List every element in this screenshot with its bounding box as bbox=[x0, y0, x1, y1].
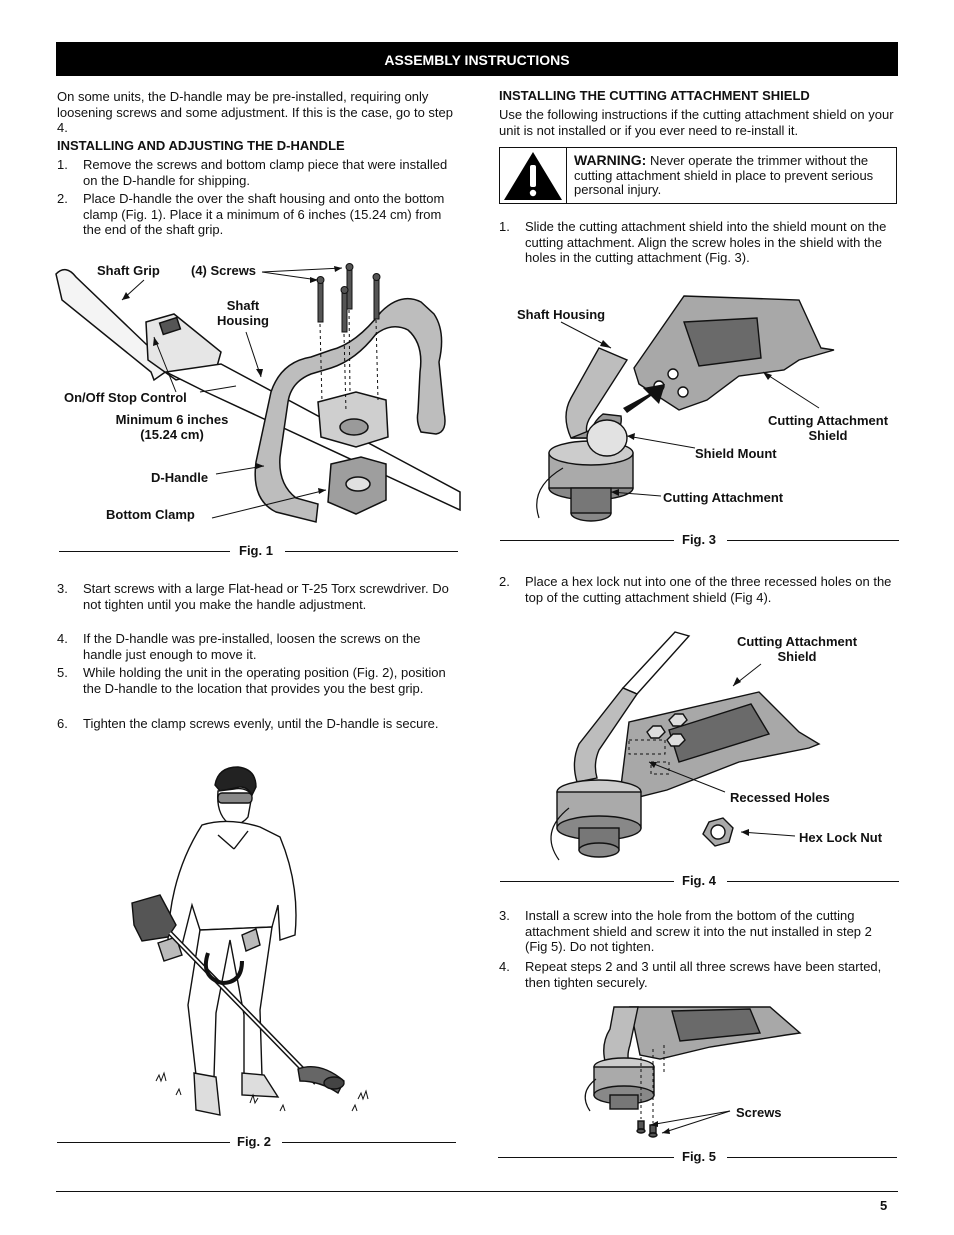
label-cutting-attachment: Cutting Attachment bbox=[663, 490, 784, 505]
intro-paragraph: On some units, the D-handle may be pre-i… bbox=[57, 89, 453, 135]
fig-3-caption: Fig. 3 bbox=[682, 532, 716, 547]
warning-box: WARNING: Never operate the trimmer witho… bbox=[499, 147, 897, 204]
caption-rule bbox=[727, 540, 899, 541]
step-number: 3. bbox=[499, 908, 510, 923]
caption-rule bbox=[282, 1142, 456, 1143]
label-minimum-distance: Minimum 6 inches (15.24 cm) bbox=[110, 412, 234, 442]
step-number: 3. bbox=[57, 581, 68, 596]
d-handle-heading: INSTALLING AND ADJUSTING THE D-HANDLE bbox=[57, 138, 345, 153]
figure-3: Shaft Housing Cutting Attachment Shield … bbox=[499, 288, 899, 536]
label-cutting-attachment-shield: Cutting Attachment Shield bbox=[761, 413, 895, 443]
warning-text: WARNING: Never operate the trimmer witho… bbox=[574, 153, 889, 198]
label-line: (15.24 cm) bbox=[140, 427, 204, 442]
step-text: Place a hex lock nut into one of the thr… bbox=[525, 574, 892, 605]
shield-mount-illustration bbox=[536, 295, 835, 522]
label-shaft-housing: Shaft Housing bbox=[210, 298, 276, 328]
warning-icon-cell bbox=[500, 148, 567, 203]
footer-rule bbox=[56, 1191, 898, 1192]
fig-5-caption: Fig. 5 bbox=[682, 1149, 716, 1164]
step-text: Slide the cutting attachment shield into… bbox=[525, 219, 887, 265]
caption-rule bbox=[727, 881, 899, 882]
section-header: ASSEMBLY INSTRUCTIONS bbox=[56, 42, 898, 76]
label-bottom-clamp: Bottom Clamp bbox=[106, 507, 195, 522]
label-d-handle: D-Handle bbox=[151, 470, 209, 485]
caption-rule bbox=[727, 1157, 897, 1158]
label-line: Housing bbox=[217, 313, 269, 328]
operator-illustration bbox=[131, 766, 369, 1116]
step-text: While holding the unit in the operating … bbox=[83, 665, 446, 696]
fig-4-caption: Fig. 4 bbox=[682, 873, 716, 888]
label-line: Cutting Attachment bbox=[736, 634, 858, 649]
caption-rule bbox=[500, 540, 674, 541]
label-shaft-grip: Shaft Grip bbox=[97, 263, 160, 278]
caption-rule bbox=[57, 1142, 230, 1143]
label-line: Cutting Attachment bbox=[767, 413, 889, 428]
caption-rule bbox=[285, 551, 458, 552]
warning-label: WARNING: bbox=[574, 152, 647, 168]
figure-1: Shaft Grip (4) Screws Shaft Housing On/O… bbox=[55, 252, 461, 552]
warning-message: Never operate the trimmer without the cu… bbox=[574, 153, 874, 197]
label-line: Shaft bbox=[226, 298, 260, 313]
step-number: 4. bbox=[57, 631, 68, 646]
step-number: 1. bbox=[499, 219, 510, 234]
screws-illustration bbox=[584, 1006, 802, 1138]
label-shaft-housing: Shaft Housing bbox=[517, 307, 606, 322]
label-hex-lock-nut: Hex Lock Nut bbox=[799, 830, 883, 845]
caption-rule bbox=[59, 551, 230, 552]
fig-1-caption: Fig. 1 bbox=[239, 543, 273, 558]
label-screws: Screws bbox=[736, 1105, 782, 1120]
step-text: Repeat steps 2 and 3 until all three scr… bbox=[525, 959, 882, 990]
step-text: If the D-handle was pre-installed, loose… bbox=[83, 631, 421, 662]
page-number: 5 bbox=[880, 1198, 888, 1213]
caption-rule bbox=[500, 881, 674, 882]
label-line: Minimum 6 inches bbox=[115, 412, 229, 427]
d-handle-illustration bbox=[55, 263, 461, 523]
step-number: 1. bbox=[57, 157, 68, 172]
warning-triangle-icon bbox=[504, 152, 562, 200]
fig-2-caption: Fig. 2 bbox=[237, 1134, 271, 1149]
figure-5: Screws bbox=[560, 1005, 820, 1145]
shield-intro: Use the following instructions if the cu… bbox=[499, 107, 894, 138]
label-screws: (4) Screws bbox=[191, 263, 257, 278]
step-text: Place D-handle the over the shaft housin… bbox=[83, 191, 445, 237]
label-shield-mount: Shield Mount bbox=[695, 446, 777, 461]
hex-nut-illustration bbox=[550, 631, 821, 861]
label-on-off-stop-control: On/Off Stop Control bbox=[64, 390, 187, 405]
step-number: 2. bbox=[499, 574, 510, 589]
step-number: 2. bbox=[57, 191, 68, 206]
step-text: Install a screw into the hole from the b… bbox=[525, 908, 872, 954]
step-text: Tighten the clamp screws evenly, until t… bbox=[83, 716, 439, 731]
step-number: 4. bbox=[499, 959, 510, 974]
step-number: 5. bbox=[57, 665, 68, 680]
shield-heading: INSTALLING THE CUTTING ATTACHMENT SHIELD bbox=[499, 88, 810, 103]
step-text: Start screws with a large Flat-head or T… bbox=[83, 581, 449, 612]
label-line: Shield bbox=[808, 428, 848, 443]
step-text: Remove the screws and bottom clamp piece… bbox=[83, 157, 448, 188]
label-cutting-attachment-shield: Cutting Attachment Shield bbox=[727, 634, 867, 664]
figure-4: Cutting Attachment Shield Recessed Holes… bbox=[499, 622, 899, 872]
figure-2 bbox=[130, 765, 390, 1125]
label-line: Shield bbox=[777, 649, 817, 664]
label-recessed-holes: Recessed Holes bbox=[730, 790, 830, 805]
step-number: 6. bbox=[57, 716, 68, 731]
caption-rule bbox=[498, 1157, 674, 1158]
